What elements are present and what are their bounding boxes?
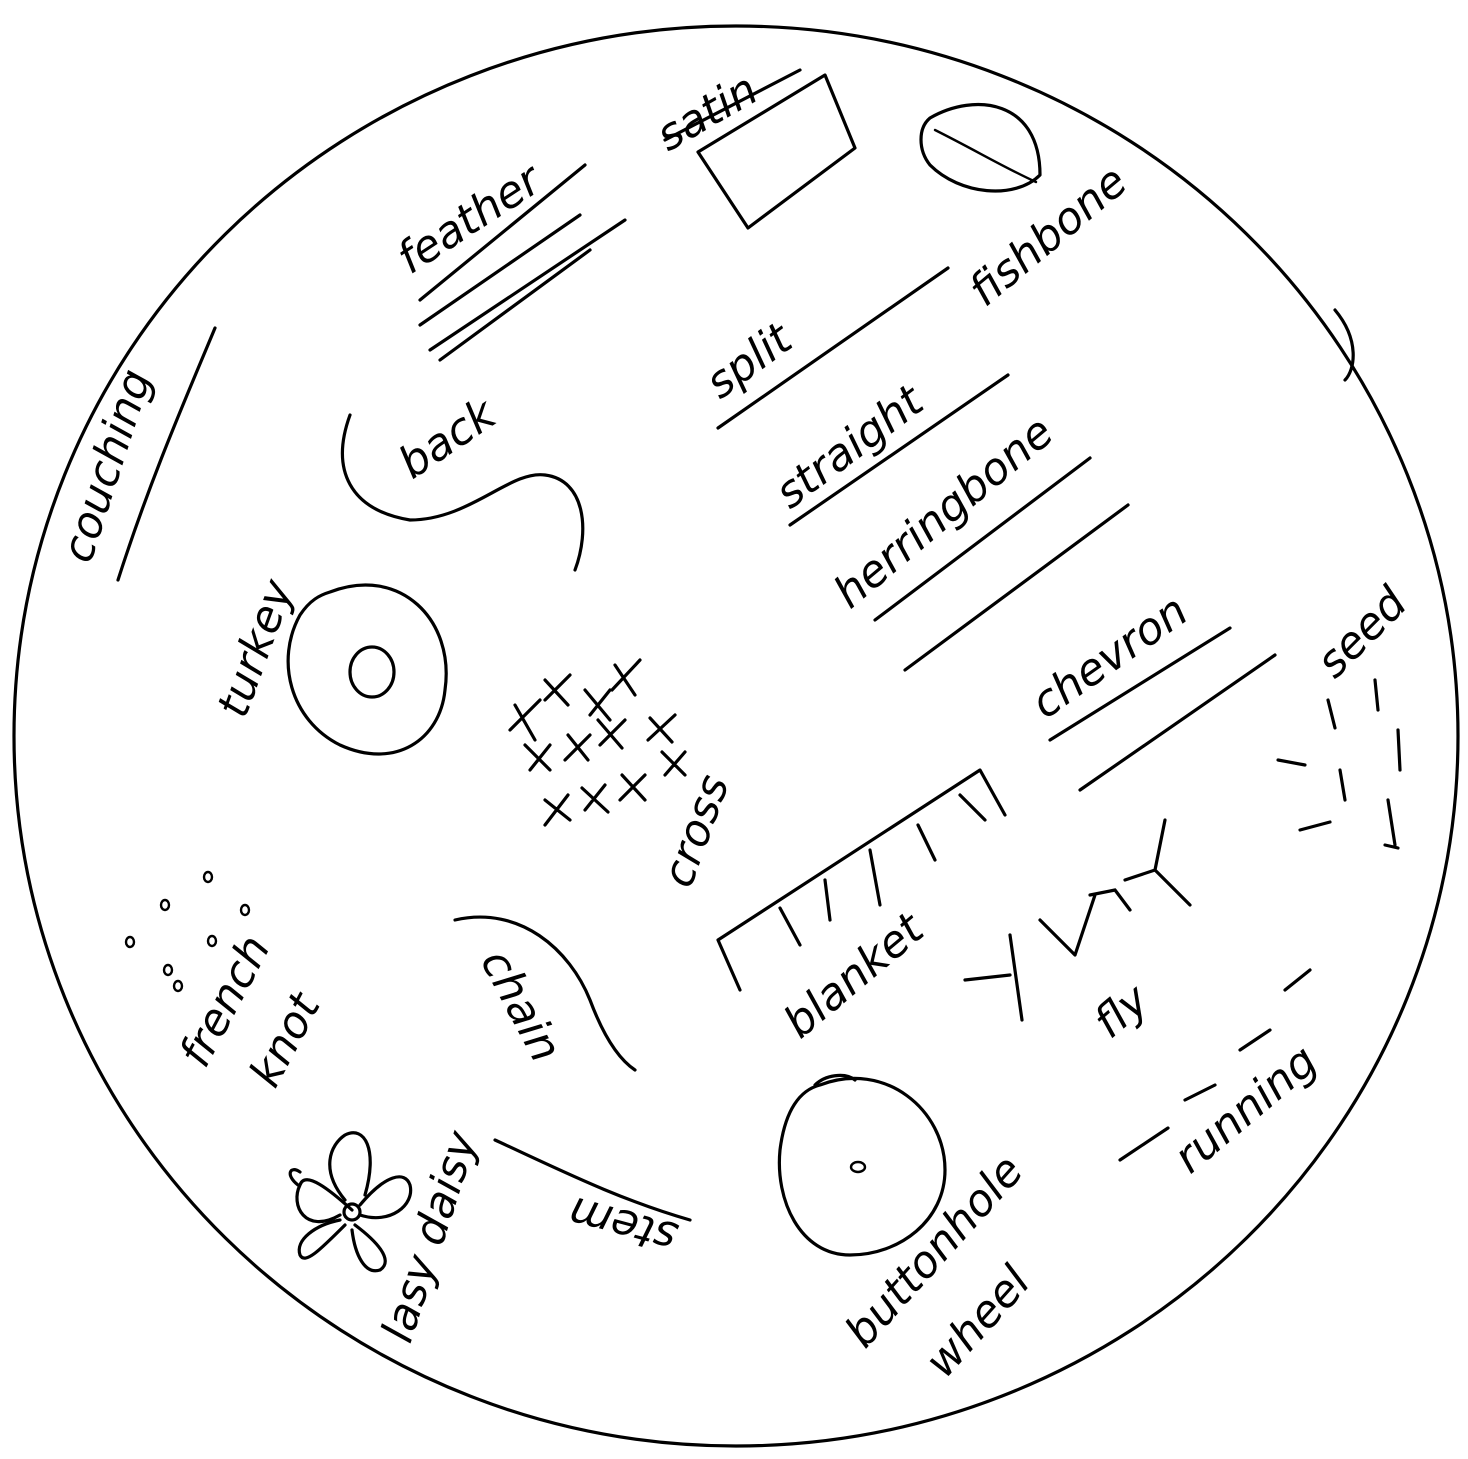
fly-label: fly (1084, 974, 1159, 1049)
fly-stitch: fly (965, 820, 1190, 1048)
stem-stitch: stem (495, 1140, 690, 1264)
leaf-icon (921, 105, 1040, 191)
blanket-label: blanket (774, 902, 934, 1048)
turkey-ring-outer (288, 585, 446, 754)
lazy-daisy-label: lasy daisy (372, 1124, 488, 1348)
cross-label: cross (652, 768, 739, 894)
satin-stitch: satin (648, 64, 855, 228)
seed-stitch: seed (1278, 577, 1418, 848)
split-label: split (696, 312, 802, 409)
french-knot-stitch: french knot (126, 872, 331, 1095)
turkey-stitch: turkey (207, 572, 446, 754)
hoop-circle (14, 26, 1458, 1446)
buttonhole-wheel-stitch: buttonhole wheel (779, 1075, 1040, 1387)
chevron-stitch: chevron (1022, 585, 1275, 790)
flower-icon (290, 1133, 410, 1271)
chain-label: chain (470, 941, 571, 1070)
feather-label: feather (388, 153, 552, 284)
running-label: running (1164, 1035, 1327, 1183)
wheel-center (851, 1162, 865, 1172)
fishbone-label: fishbone (959, 156, 1137, 317)
blanket-stitch: blanket (718, 770, 1005, 1048)
turkey-ring-inner (350, 647, 394, 697)
chevron-label: chevron (1022, 585, 1197, 729)
couching-stitch: couching (52, 328, 215, 580)
fly-marks (965, 820, 1190, 1020)
seed-label: seed (1307, 577, 1418, 688)
feather-stitch: feather (388, 153, 625, 360)
running-stitch: running (1120, 970, 1327, 1183)
cross-stitch: cross (510, 660, 740, 894)
cross-marks (510, 660, 685, 825)
chain-stitch: chain (455, 917, 635, 1070)
straight-label: straight (766, 374, 934, 518)
back-stitch: back (343, 388, 583, 570)
fishbone-stitch: fishbone (921, 105, 1137, 317)
back-label: back (390, 388, 506, 490)
seed-dashes (1278, 680, 1400, 848)
